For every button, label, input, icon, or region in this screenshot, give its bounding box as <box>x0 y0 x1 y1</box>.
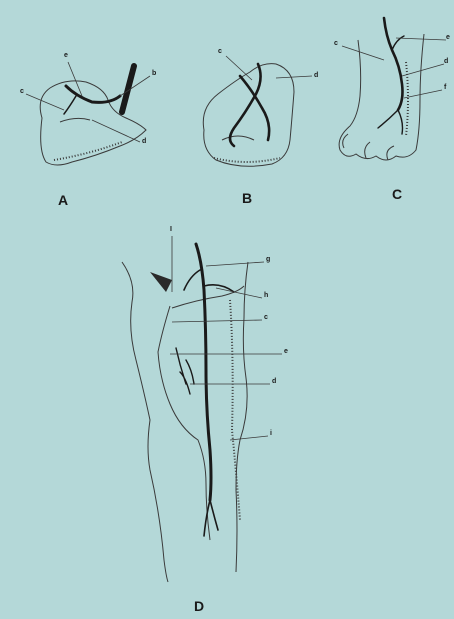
panel-a-lead-e: e <box>64 52 68 59</box>
panel-a-inner-fold <box>60 118 90 122</box>
panel-c-stipple <box>406 62 408 136</box>
panel-label-c: C <box>392 186 402 202</box>
panel-label-a: A <box>58 192 68 208</box>
panel-d-arrow <box>150 236 172 292</box>
panel-a-cut-bar <box>122 66 134 112</box>
panel-c-outline <box>339 34 424 160</box>
panel-d-right-outline <box>236 262 248 572</box>
panel-b-inner-fold <box>222 136 254 140</box>
panel-b-stipple <box>214 158 280 162</box>
panel-c-lead-e: e <box>446 34 450 41</box>
panel-d-lead-c: c <box>264 314 268 321</box>
panel-d-lead-i: i <box>270 430 272 437</box>
panel-a-lead-c: c <box>20 88 24 95</box>
panel-c-lead-d: d <box>444 58 448 65</box>
panel-b-vessel <box>230 64 269 146</box>
panel-d-lead-e: e <box>284 348 288 355</box>
panel-a-drawing <box>40 81 146 165</box>
panel-d-drawing <box>122 262 248 582</box>
panel-d-left-outline <box>122 262 168 582</box>
panel-d-lead-g: g <box>266 256 270 263</box>
panel-d-vessel <box>176 244 234 536</box>
panel-d-leaders <box>170 262 282 440</box>
panel-d-lead-d: d <box>272 378 276 385</box>
panel-a-lead-b: b <box>152 70 156 77</box>
panel-b-lead-c: c <box>218 48 222 55</box>
panel-d-groin-fold <box>172 286 244 308</box>
panel-a-lead-d: d <box>142 138 146 145</box>
panel-a-vessel <box>64 86 120 114</box>
panel-b-lead-d: d <box>314 72 318 79</box>
panel-b-outline <box>203 64 294 167</box>
panel-b-drawing <box>203 64 294 167</box>
panel-d-lead-h: h <box>264 292 268 299</box>
panel-c-lead-c: c <box>334 40 338 47</box>
panel-c-lead-f: f <box>444 84 446 91</box>
panel-d-stipple <box>230 300 240 520</box>
panel-d-inner-contour <box>158 306 210 540</box>
panel-c-vessel <box>378 18 404 134</box>
panel-label-d: D <box>194 598 204 614</box>
panel-label-b: B <box>242 190 252 206</box>
panel-c-drawing <box>339 34 424 160</box>
panel-d-lead-I: I <box>170 226 172 233</box>
